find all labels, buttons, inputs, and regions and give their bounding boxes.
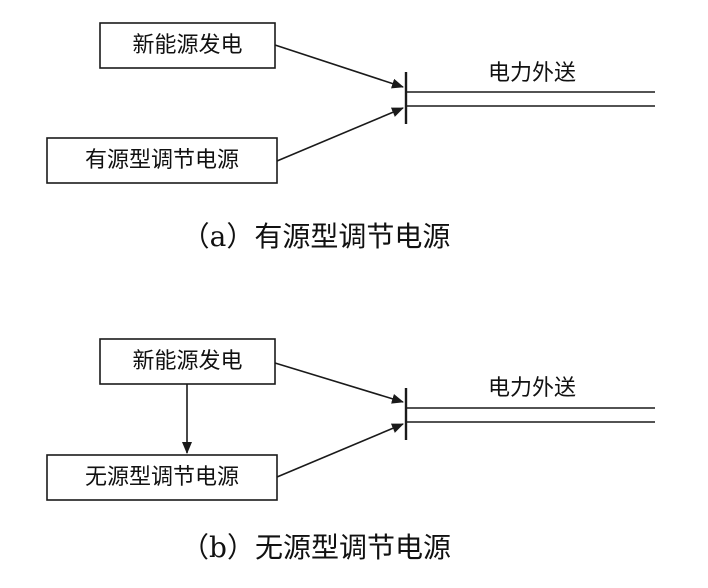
box-new-energy-generation-a: 新能源发电 — [99, 22, 276, 69]
caption-a: （a）有源型调节电源 — [182, 220, 451, 253]
output-label-b: 电力外送 — [488, 376, 576, 401]
caption-b: （b）无源型调节电源 — [181, 531, 451, 564]
arrow-regulating-to-bus-b — [276, 423, 404, 478]
arrow-regulating-to-bus-a — [276, 107, 404, 162]
box-passive-regulating-source-label: 无源型调节电源 — [85, 465, 239, 490]
box-passive-regulating-source: 无源型调节电源 — [46, 454, 278, 501]
box-active-regulating-source: 有源型调节电源 — [46, 137, 278, 184]
panel-b: 新能源发电 无源型调节电源 电力外送 （b）无源型调节电源 — [46, 338, 655, 564]
box-active-regulating-source-label: 有源型调节电源 — [85, 148, 239, 173]
arrow-generation-to-bus-b — [274, 362, 404, 404]
arrow-generation-to-bus-a — [274, 44, 404, 89]
output-label-a: 电力外送 — [488, 61, 576, 86]
box-new-energy-generation-b-label: 新能源发电 — [132, 349, 242, 374]
box-new-energy-generation-b: 新能源发电 — [99, 338, 276, 385]
panel-a: 新能源发电 有源型调节电源 电力外送 （a）有源型调节电源 — [46, 22, 655, 253]
box-new-energy-generation-a-label: 新能源发电 — [132, 33, 242, 58]
